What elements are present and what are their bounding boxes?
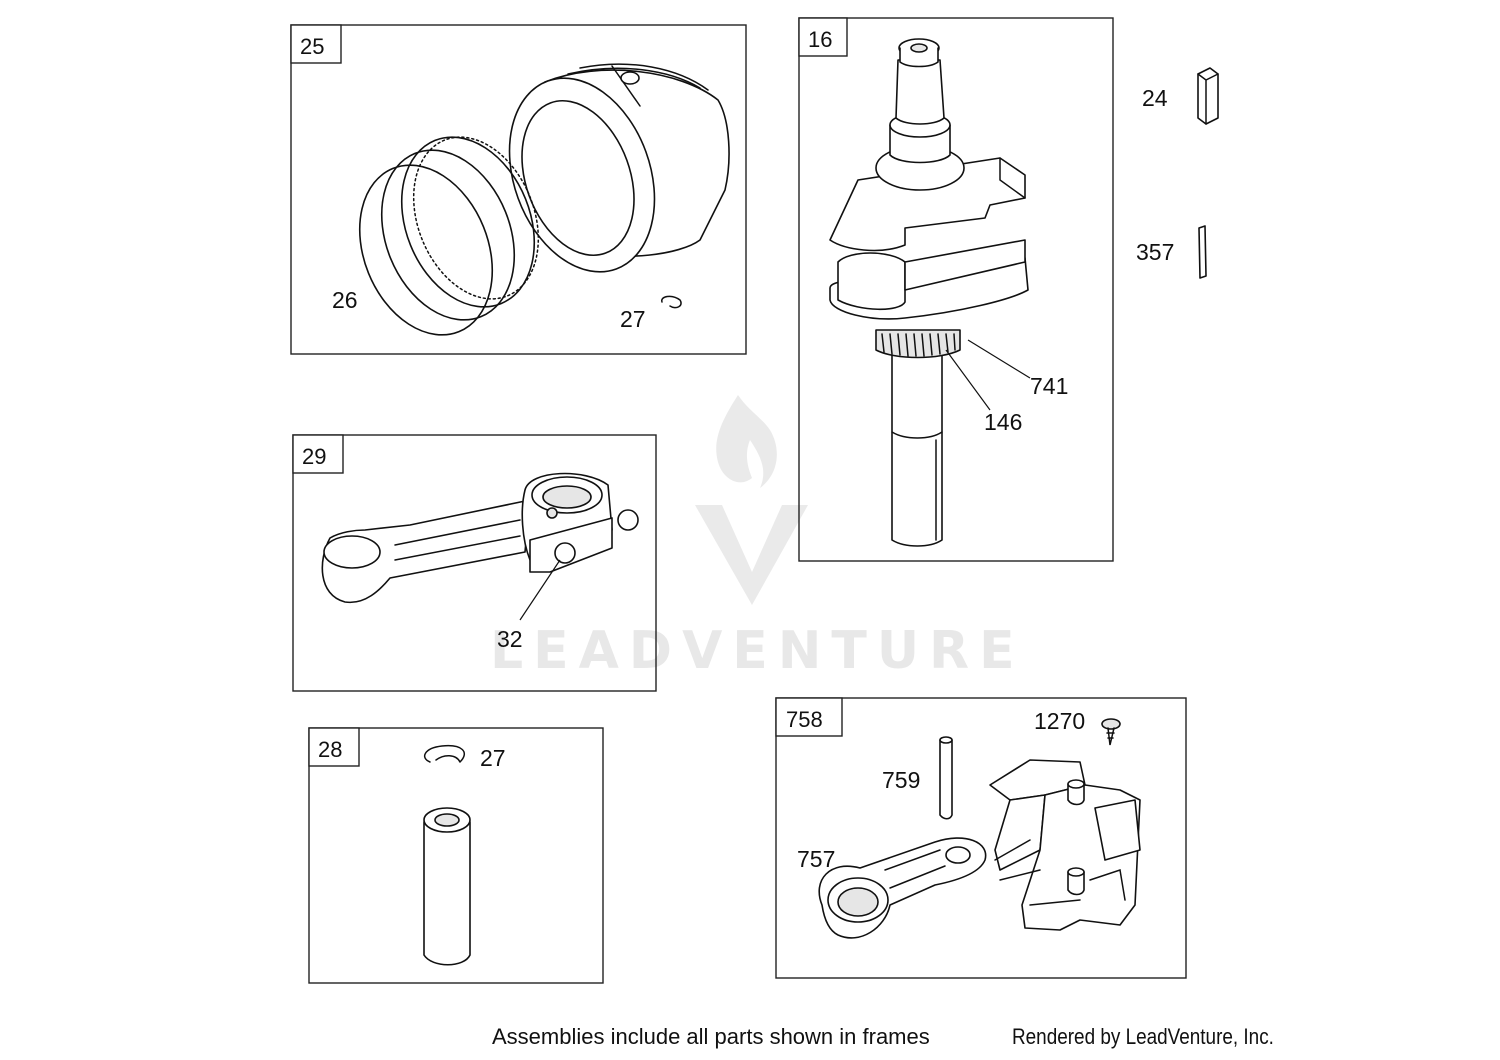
frame-25-tag xyxy=(290,24,342,64)
callout-27-frame25: 27 xyxy=(620,306,646,332)
frame-29-tag xyxy=(292,434,344,474)
frame-29-label: 29 xyxy=(302,444,326,469)
key-357-group: 357 xyxy=(1136,225,1207,279)
leader-32 xyxy=(519,559,561,621)
callout-24: 24 xyxy=(1142,85,1168,111)
frame-16-label: 16 xyxy=(808,27,832,52)
callout-26: 26 xyxy=(332,287,358,313)
frame-28-border xyxy=(308,727,604,984)
crankshaft-illustration xyxy=(829,38,1029,547)
frame-piston-pin: 28 27 xyxy=(308,727,604,984)
key-24-illustration xyxy=(1197,67,1219,125)
frame-29-border xyxy=(292,434,657,692)
callout-759: 759 xyxy=(882,767,920,793)
key-24-group: 24 xyxy=(1142,67,1219,125)
frame-25-label: 25 xyxy=(300,34,324,59)
pin-retainer-clip xyxy=(423,744,465,763)
watermark-text: LEADVENTURE xyxy=(490,621,1025,681)
footer-credit: Rendered by LeadVenture, Inc. xyxy=(1012,1024,1274,1049)
screw-1270-illustration xyxy=(1101,718,1121,746)
piston-illustration xyxy=(508,63,730,273)
callout-757: 757 xyxy=(797,846,835,872)
callout-32: 32 xyxy=(497,626,523,652)
callout-146: 146 xyxy=(984,409,1022,435)
connecting-rod-illustration xyxy=(321,472,639,604)
frame-25-border xyxy=(290,24,747,355)
frame-758-label: 758 xyxy=(786,707,823,732)
leader-146 xyxy=(945,349,991,411)
pin-759-illustration xyxy=(939,736,953,820)
frame-758-border xyxy=(775,697,1187,979)
retainer-clip-small xyxy=(661,295,682,309)
key-357-illustration xyxy=(1198,225,1207,279)
frame-16-border xyxy=(798,17,1114,562)
piston-pin-illustration xyxy=(423,807,471,966)
governor-arm-757-illustration xyxy=(818,837,987,939)
callout-741: 741 xyxy=(1030,373,1068,399)
piston-rings-illustration xyxy=(358,136,540,336)
frame-28-tag xyxy=(308,727,360,767)
frame-16-tag xyxy=(798,17,848,57)
frame-connecting-rod: 29 32 xyxy=(292,434,657,692)
leadventure-watermark: LEADVENTURE xyxy=(490,395,1025,681)
callout-357: 357 xyxy=(1136,239,1174,265)
frame-governor-assembly: 758 1270 759 757 xyxy=(775,697,1187,979)
callout-27-frame28: 27 xyxy=(480,745,506,771)
frame-28-label: 28 xyxy=(318,737,342,762)
frame-piston-assembly: 25 26 27 xyxy=(290,24,747,355)
leader-741 xyxy=(967,339,1031,379)
footer-assemblies-note: Assemblies include all parts shown in fr… xyxy=(492,1024,930,1049)
governor-bracket-illustration xyxy=(989,759,1141,931)
frame-crankshaft: 16 741 146 xyxy=(798,17,1114,562)
callout-1270: 1270 xyxy=(1034,708,1085,734)
frame-758-tag xyxy=(775,697,843,737)
